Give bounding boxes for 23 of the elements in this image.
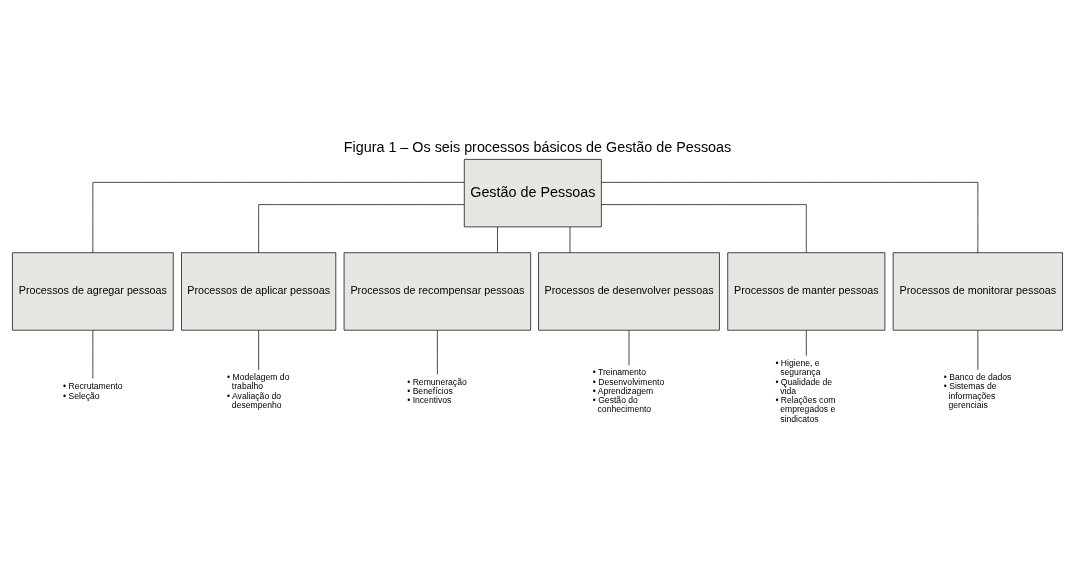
node-text: • Modelagem do trabalho • Avaliação do desempenho <box>227 371 290 410</box>
connector <box>92 181 465 253</box>
connector <box>805 329 807 356</box>
connector <box>258 329 259 370</box>
connector <box>258 203 465 253</box>
node-box: Processos de agregar pessoas <box>12 251 174 331</box>
node-box: Processos de aplicar pessoas <box>181 251 337 331</box>
connector <box>497 226 498 253</box>
connector <box>569 226 571 253</box>
node-text: • Treinamento • Desenvolvimento • Aprendizagem • Gestão do conhecimento <box>592 366 665 414</box>
node-text: • Recrutamento • Seleção <box>63 380 123 400</box>
node-box: Processos de desenvolver pessoas <box>538 251 720 331</box>
node-box: Processos de monitorar pessoas <box>892 251 1063 331</box>
node-text: • Remuneração • Benefícios • Incentivos <box>407 375 467 405</box>
node-box: Gestão de Pessoas <box>463 158 602 227</box>
node-text: • Higiene, e segurança • Qualidade de vida • Relações com empregados e sindicatos <box>775 357 836 424</box>
diagram-title: Figura 1 – Os seis processos básicos de Gestão de Pessoas <box>343 138 732 155</box>
node-box: Processos de manter pessoas <box>727 251 886 331</box>
connector <box>601 181 979 253</box>
node-text: • Banco de dados • Sistemas de informações gerenciais <box>943 371 1012 410</box>
connector <box>601 203 807 253</box>
connector <box>437 329 438 375</box>
node-box: Processos de recompensar pessoas <box>343 251 532 331</box>
